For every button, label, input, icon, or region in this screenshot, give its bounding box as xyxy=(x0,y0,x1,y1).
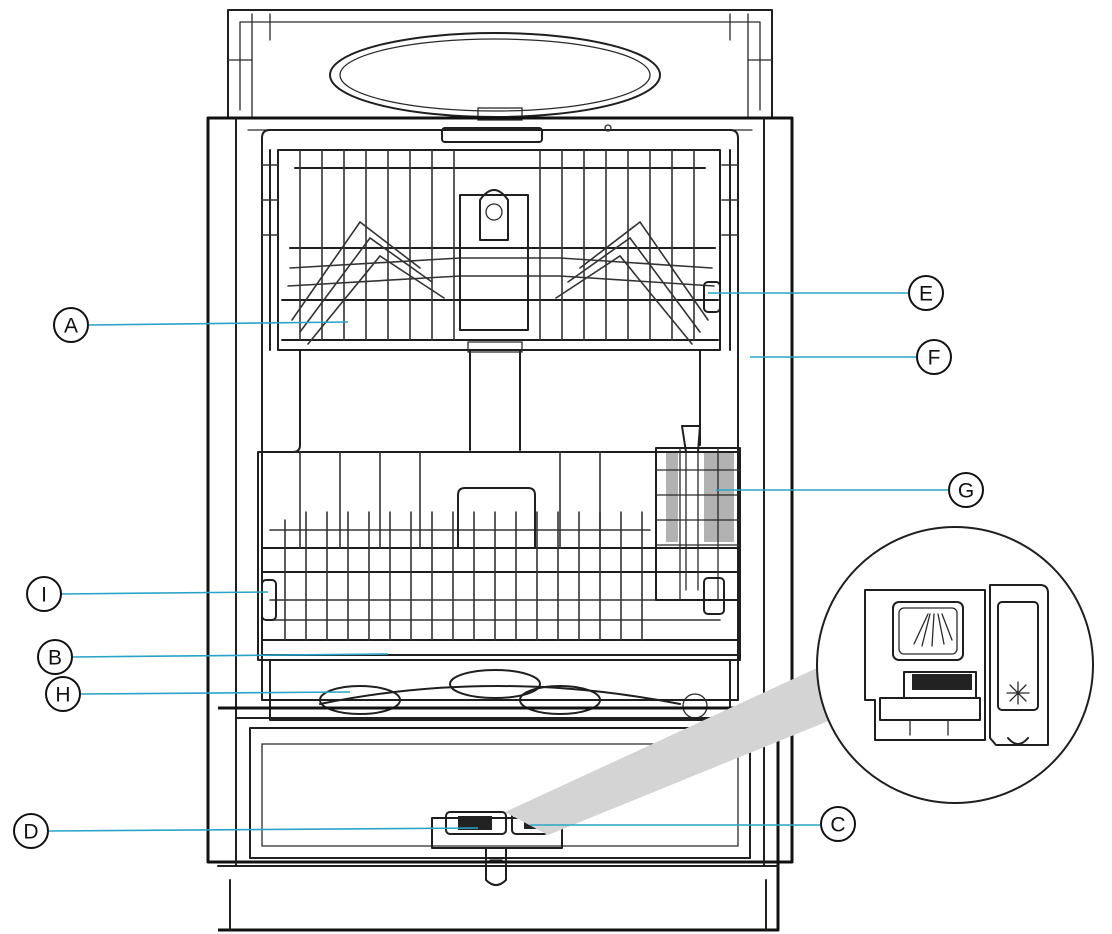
callout-a: A xyxy=(53,307,89,343)
callout-f-label: F xyxy=(928,347,941,370)
leader-a xyxy=(88,321,349,326)
spray-arms-icon xyxy=(913,613,953,647)
inset-dispenser xyxy=(864,589,986,741)
callout-e: E xyxy=(908,275,944,311)
callout-g-label: G xyxy=(958,480,974,503)
upper-rack-tines xyxy=(287,220,715,345)
zoom-beam xyxy=(505,662,880,835)
leader-i xyxy=(60,591,269,595)
lower-rack xyxy=(257,451,741,661)
callout-h: H xyxy=(45,676,81,712)
callout-e-label: E xyxy=(919,283,933,306)
dispenser-zoom-inset xyxy=(816,526,1094,804)
callout-i-label: I xyxy=(41,584,47,607)
upper-rack xyxy=(261,149,739,351)
callout-d: D xyxy=(13,813,49,849)
cutlery-basket xyxy=(655,425,741,601)
callout-b-label: B xyxy=(48,647,62,670)
callout-d-label: D xyxy=(23,821,38,844)
sparkle-icon xyxy=(1006,681,1030,705)
lower-spray-arm xyxy=(269,659,731,721)
leader-lines xyxy=(47,292,948,832)
callout-c-label: C xyxy=(830,814,845,837)
callout-c: C xyxy=(820,806,856,842)
leader-b xyxy=(71,653,389,658)
inset-rinse-aid xyxy=(989,584,1049,746)
central-supply-pipe xyxy=(467,341,523,451)
callout-i: I xyxy=(26,576,62,612)
callout-b: B xyxy=(37,639,73,675)
callout-a-label: A xyxy=(64,315,78,338)
rack-rollers xyxy=(261,281,725,621)
leader-h xyxy=(79,691,351,695)
rack-rail-left xyxy=(261,349,301,453)
callout-h-label: H xyxy=(55,684,70,707)
leader-d xyxy=(47,827,479,832)
callout-g: G xyxy=(948,472,984,508)
top-frame xyxy=(227,9,773,121)
callout-f: F xyxy=(916,339,952,375)
lower-rack-tines xyxy=(269,511,721,641)
door xyxy=(217,706,780,932)
